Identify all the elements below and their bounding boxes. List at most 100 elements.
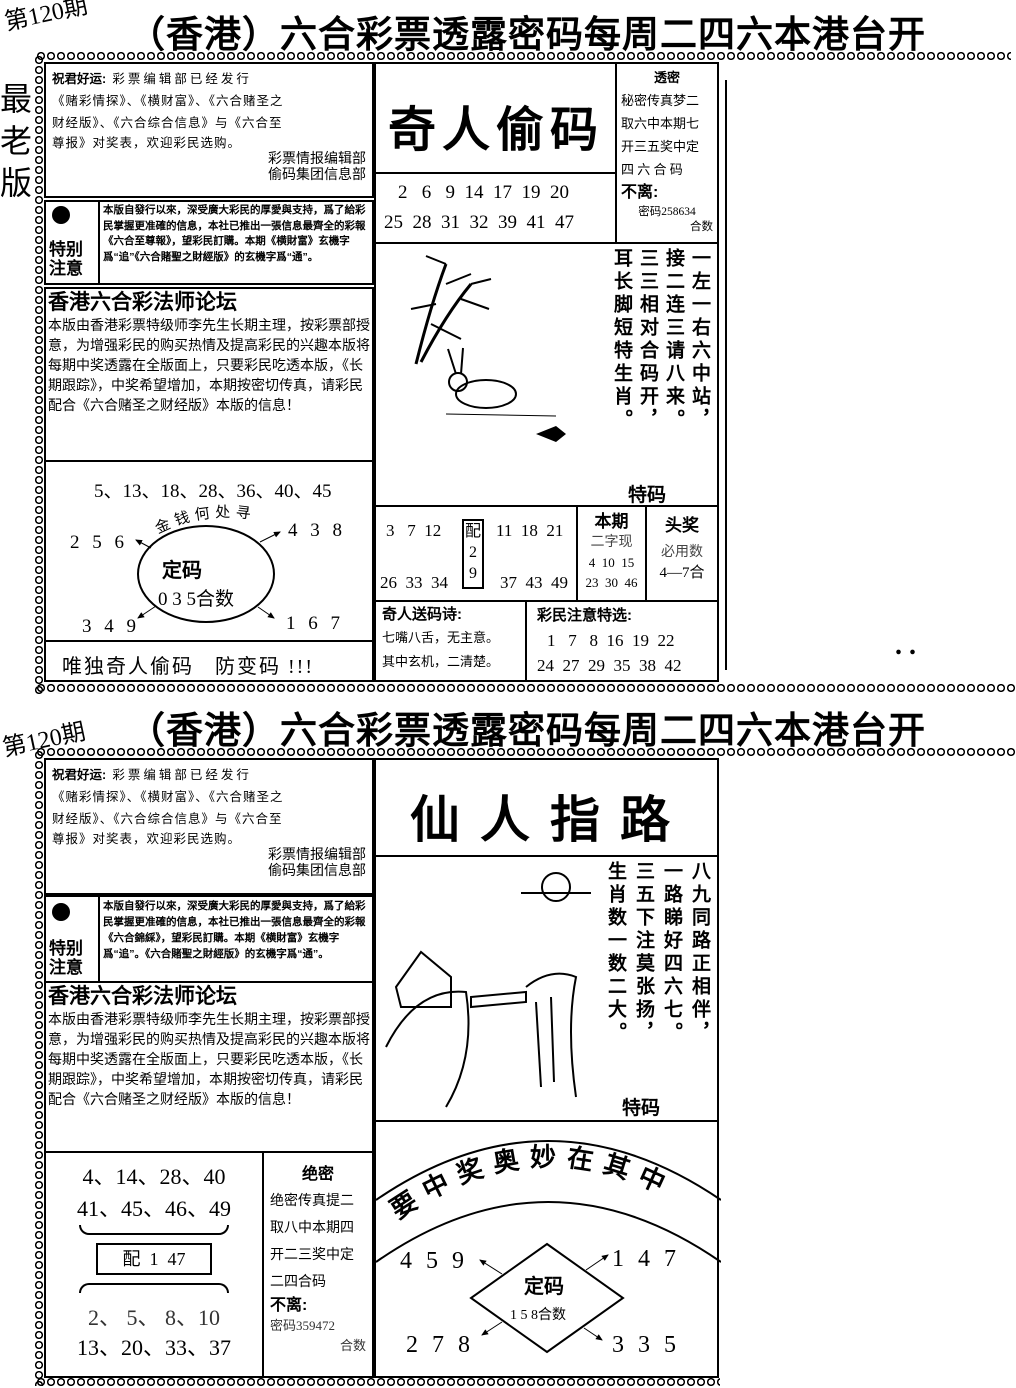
notice-text: 本版自發行以來，深受廣大彩民的厚愛與支持，爲了給彩民掌握更准確的信息，本社已推出… bbox=[98, 897, 374, 981]
moon-house-illustration bbox=[385, 872, 591, 1108]
greeting-line: 尊报》对奖表，欢迎彩民选购。 bbox=[52, 832, 242, 846]
secret-line: 取八中本期四 bbox=[270, 1221, 354, 1236]
forum-box: 香港六合彩法师论坛 本版由香港彩票特级师李先生长期主理，按彩票部授意，为增强彩民… bbox=[44, 287, 374, 462]
group-row: 4、14、28、40 bbox=[82, 1164, 226, 1189]
secret-code: 密码258634 bbox=[638, 206, 696, 218]
fixed-tr: 4 3 8 bbox=[288, 520, 346, 541]
main-numbers-box: 2 6 9 14 17 19 20 25 28 31 32 39 41 47 bbox=[374, 172, 617, 244]
picks-row: 24 27 29 35 38 42 bbox=[537, 656, 682, 675]
fixed-sum: 0 3 5合数 bbox=[158, 589, 235, 610]
secret-box: 绝密 绝密传真提二 取八中本期四 开二三奖中定 二四合码 不离: 密码35947… bbox=[262, 1151, 374, 1378]
fixed-bl: 3 4 9 bbox=[82, 616, 140, 637]
fixed-tl: 2 5 6 bbox=[70, 532, 128, 553]
ornament-border-bottom bbox=[36, 682, 1016, 694]
secret-line: 四 六 合 码 bbox=[621, 162, 683, 177]
greeting-sign: 彩票情报编辑部 bbox=[268, 152, 366, 167]
fixed-code-box: 5、13、18、28、36、40、45 金钱何处寻 定码 0 3 5合数 2 5… bbox=[44, 460, 374, 642]
greeting-sign: 偷码集团信息部 bbox=[268, 864, 366, 879]
main-title-box: 仙人指路 bbox=[374, 758, 719, 858]
greeting-sign: 彩票情报编辑部 bbox=[268, 848, 366, 863]
group-row: 41、45、46、49 bbox=[76, 1196, 231, 1221]
arrow-tr bbox=[259, 531, 281, 543]
special-code-label: 特码 bbox=[628, 485, 667, 506]
pair-left-bottom: 26 33 34 bbox=[380, 573, 448, 592]
greeting-heading: 祝君好运: bbox=[52, 768, 107, 782]
side-label: 最 老 版 bbox=[0, 78, 32, 204]
secret-heading: 绝密 bbox=[301, 1166, 334, 1183]
fixed-br: 1 6 7 bbox=[286, 613, 344, 634]
notice-label: 注意 bbox=[49, 259, 83, 278]
page-title: （香港）六合彩票透露密码每周二四六本港台开 bbox=[128, 711, 926, 752]
fixed-tr: 1 4 7 bbox=[612, 1246, 680, 1272]
ornament-border-top bbox=[36, 746, 1016, 758]
divider-line bbox=[725, 80, 727, 670]
head-prize-value: 4—7合 bbox=[659, 565, 705, 581]
main-title-box: 奇人偷码 bbox=[374, 62, 617, 174]
ornament-border-bottom bbox=[36, 1376, 720, 1388]
secret-line: 取六中本期七 bbox=[621, 116, 700, 131]
poem-column: 一左一右六中站， bbox=[689, 248, 710, 432]
secret-line: 秘密传真梦二 bbox=[621, 93, 700, 108]
gift-poem-box: 奇人送码诗: 七嘴八舌，无主意。 其中玄机，二清楚。 bbox=[374, 600, 527, 682]
pair-left-top: 3 7 12 bbox=[386, 521, 442, 540]
fixed-br: 3 3 5 bbox=[612, 1332, 680, 1358]
ornament-border-left bbox=[33, 750, 45, 1386]
pair-right-top: 11 18 21 bbox=[496, 521, 564, 540]
fixed-code-diagram: 要中奖奥妙在其中 bbox=[376, 1140, 721, 1354]
gift-poem-heading: 奇人送码诗: bbox=[382, 606, 462, 623]
greeting-box: 祝君好运: 彩票编辑部已经发行 《赌彩情探》、《横财富》、《六合赌圣之 财经版》… bbox=[44, 62, 374, 198]
forum-text: 本版由香港彩票特级师李先生长期主理，按彩票部授意，为增强彩民的购买热情及提高彩民… bbox=[48, 317, 370, 413]
this-issue-sub: 二字现 bbox=[590, 535, 633, 550]
secret-suffix: 合数 bbox=[339, 1338, 366, 1353]
greeting-lead: 彩票编辑部已经发行 bbox=[112, 768, 252, 782]
arrow-tl bbox=[135, 539, 152, 549]
diamond bbox=[469, 1242, 625, 1354]
picks-heading: 彩民注意特选: bbox=[537, 607, 632, 624]
main-numbers-row: 25 28 31 32 39 41 47 bbox=[384, 212, 574, 233]
greeting-lead: 彩票编辑部已经发行 bbox=[112, 72, 252, 86]
issue-number: 第120期 bbox=[2, 0, 90, 37]
pair-mid: 2 bbox=[469, 544, 477, 561]
special-code-label: 特码 bbox=[622, 1098, 661, 1119]
secret-buli: 不离: bbox=[621, 184, 659, 201]
ornament-border-left bbox=[33, 55, 45, 695]
forum-title: 香港六合彩法师论坛 bbox=[48, 291, 237, 314]
page-title: （香港）六合彩票透露密码每周二四六本港台开 bbox=[128, 15, 926, 56]
ornament-border-top bbox=[36, 50, 1011, 62]
secret-line: 二四合码 bbox=[270, 1275, 326, 1290]
secret-buli: 不离: bbox=[270, 1297, 308, 1314]
groups-box: 4、14、28、40 41、45、46、49 配 1 47 2、 5、 8、10… bbox=[44, 1151, 264, 1378]
pair-mid: 9 bbox=[469, 565, 477, 582]
ellipse bbox=[137, 525, 275, 623]
secret-code: 密码359472 bbox=[270, 1318, 336, 1333]
picks-box: 彩民注意特选: 1 7 8 16 19 22 24 27 29 35 38 42 bbox=[525, 600, 719, 682]
poem-column: 一路睇好四六七。 bbox=[661, 861, 682, 1045]
forum-text: 本版由香港彩票特级师李先生长期主理，按彩票部授意，为增强彩民的购买热情及提高彩民… bbox=[48, 1011, 370, 1107]
arc-inner bbox=[376, 1201, 721, 1263]
main-numbers-row: 2 6 9 14 17 19 20 bbox=[398, 182, 569, 203]
bamboo-rabbit-illustration bbox=[410, 255, 566, 442]
pair-box: 配 1 47 bbox=[96, 1243, 212, 1275]
notice-label: 注意 bbox=[49, 958, 83, 977]
fixed-code-label: 定码 bbox=[162, 560, 202, 582]
bomb-icon bbox=[52, 903, 70, 921]
pair-box: 3 7 12 26 33 34 配 2 9 11 18 21 37 43 49 bbox=[374, 505, 578, 602]
slogan: 唯独奇人偷码 防变码 !!! bbox=[44, 640, 374, 682]
notice-label: 特别 bbox=[49, 240, 83, 259]
head-prize-sub: 必用数 bbox=[661, 545, 703, 560]
notice-text: 本版自發行以來，深受廣大彩民的厚愛與支持，爲了給彩民掌握更准確的信息，本社已推出… bbox=[98, 202, 374, 283]
secret-line: 开二三奖中定 bbox=[270, 1248, 354, 1263]
head-prize-heading: 头奖 bbox=[665, 516, 699, 535]
notice-label: 特别 bbox=[49, 939, 83, 958]
gift-poem-line: 其中玄机，二清楚。 bbox=[382, 654, 500, 669]
greeting-box: 祝君好运: 彩票编辑部已经发行 《赌彩情探》、《横财富》、《六合赌圣之 财经版》… bbox=[44, 758, 374, 895]
pair-mid: 配 bbox=[464, 523, 481, 540]
fixed-sum: 1 5 8合数 bbox=[510, 1308, 566, 1323]
greeting-line: 尊报》对奖表，欢迎彩民选购。 bbox=[52, 136, 242, 150]
dots: . . bbox=[895, 630, 916, 661]
notice-box: 特别 注意 本版自發行以來，深受廣大彩民的厚愛與支持，爲了給彩民掌握更准確的信息… bbox=[44, 200, 374, 285]
greeting-sign: 偷码集团信息部 bbox=[268, 168, 366, 183]
arrow-tl bbox=[479, 1259, 503, 1275]
poem-column: 八九同路正相伴， bbox=[689, 861, 710, 1045]
arc-outer bbox=[376, 1140, 721, 1201]
